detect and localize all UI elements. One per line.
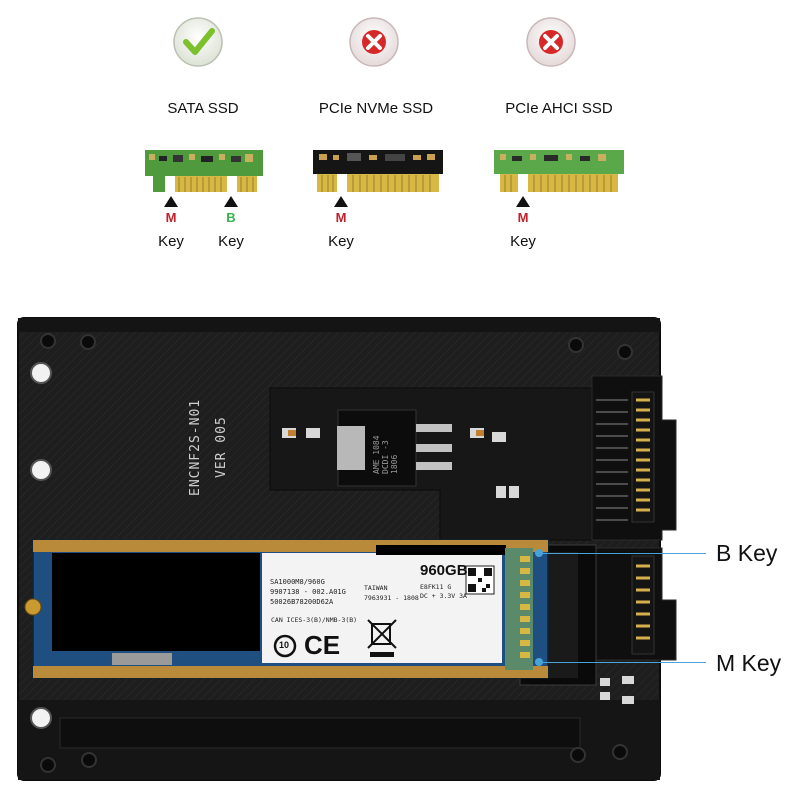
weee-bin-icon	[367, 619, 397, 649]
ssd-label-power: E8FK11 G DC + 3.3V 3A	[420, 583, 467, 600]
key-word: Key	[510, 233, 536, 250]
key-arrow-icon	[164, 196, 178, 207]
ssd-type-label: PCIe AHCI SSD	[505, 100, 613, 117]
ce-mark: CE	[304, 630, 341, 660]
ssd-label-origin: TAIWAN 7963931 - 1808	[364, 584, 419, 602]
rohs-mark: 10	[279, 640, 290, 650]
cross-icon	[526, 17, 576, 67]
ssd-label-left: SA1000M8/960G 9907138 - 002.A01G 50026B7…	[270, 578, 346, 606]
key-letter: M	[165, 210, 177, 225]
ahci-ssd-connector	[494, 150, 624, 192]
check-icon	[173, 17, 223, 67]
key-word: Key	[158, 233, 184, 250]
callout-dot	[535, 658, 543, 666]
key-arrow-icon	[334, 196, 348, 207]
cross-icon	[349, 17, 399, 67]
key-word: Key	[218, 233, 244, 250]
ssd-type-label: SATA SSD	[167, 100, 239, 117]
key-arrow-icon	[224, 196, 238, 207]
nvme-ssd-connector	[313, 150, 443, 192]
ssd-capacity: 960GB	[420, 562, 468, 579]
key-letter: M	[517, 210, 529, 225]
silkscreen-model: ENCNF2S-N01	[188, 398, 203, 496]
b-key-callout: B Key	[716, 540, 778, 566]
m-key-callout: M Key	[716, 650, 782, 676]
silkscreen-version: VER 005	[214, 416, 229, 478]
regulator-marking: AME 1084 DCDI -3 1806	[372, 435, 399, 474]
key-letter: B	[226, 210, 236, 225]
callout-line	[540, 662, 706, 663]
ssd-type-label: PCIe NVMe SSD	[318, 100, 434, 117]
key-word: Key	[328, 233, 354, 250]
ssd-label-cert: CAN ICES-3(B)/NMB-3(B)	[271, 616, 358, 624]
key-letter: M	[335, 210, 347, 225]
sata-ssd-connector	[145, 150, 263, 192]
callout-line	[540, 553, 706, 554]
callout-dot	[535, 549, 543, 557]
key-arrow-icon	[516, 196, 530, 207]
adapter-board	[17, 317, 677, 781]
